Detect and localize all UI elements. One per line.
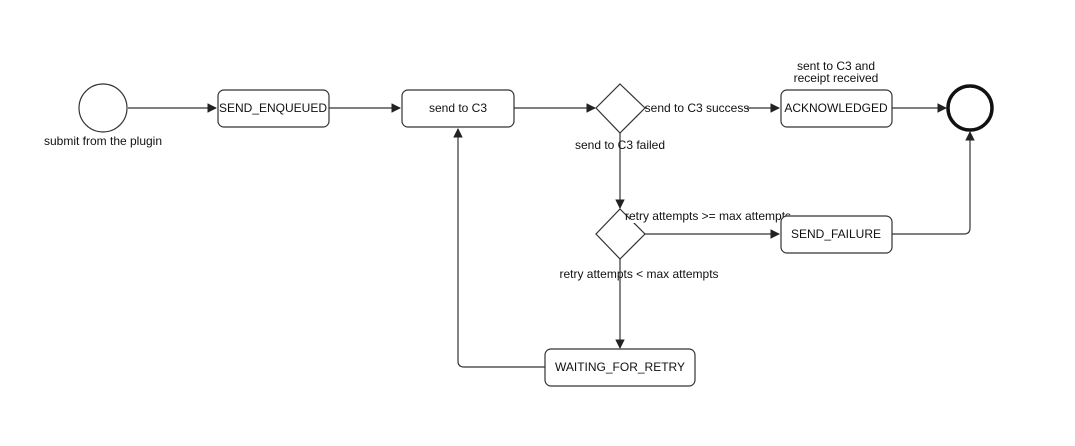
state-send-enqueued — [217, 89, 330, 128]
state-waiting-for-retry-label: WAITING_FOR_RETRY — [555, 360, 685, 374]
state-send-enqueued-label: SEND_ENQUEUED — [219, 101, 327, 115]
state-acknowledged — [780, 89, 893, 128]
decision-retry-attempts — [595, 208, 646, 260]
label-send-failed: send to C3 failed — [575, 138, 665, 152]
state-send-failure-label: SEND_FAILURE — [791, 227, 881, 241]
start-label: submit from the plugin — [44, 134, 162, 148]
start-node — [78, 83, 128, 133]
state-send-failure — [780, 215, 893, 254]
state-waiting-for-retry — [544, 348, 696, 387]
edge-failure-to-end — [892, 131, 975, 235]
label-retry-ge-max: retry attempts >= max attempts — [625, 209, 791, 223]
state-acknowledged-label: ACKNOWLEDGED — [784, 101, 888, 115]
ack-note-line2: receipt received — [794, 71, 879, 85]
action-send-to-c3 — [401, 89, 515, 128]
edge-waiting-to-send — [453, 128, 545, 368]
label-retry-lt-max: retry attempts < max attempts — [559, 267, 718, 281]
ack-note-line1: sent to C3 and — [797, 59, 875, 73]
action-send-to-c3-label: send to C3 — [429, 101, 487, 115]
end-node — [946, 84, 994, 132]
decision-send-result — [595, 83, 646, 134]
label-send-success: send to C3 success — [645, 101, 750, 115]
